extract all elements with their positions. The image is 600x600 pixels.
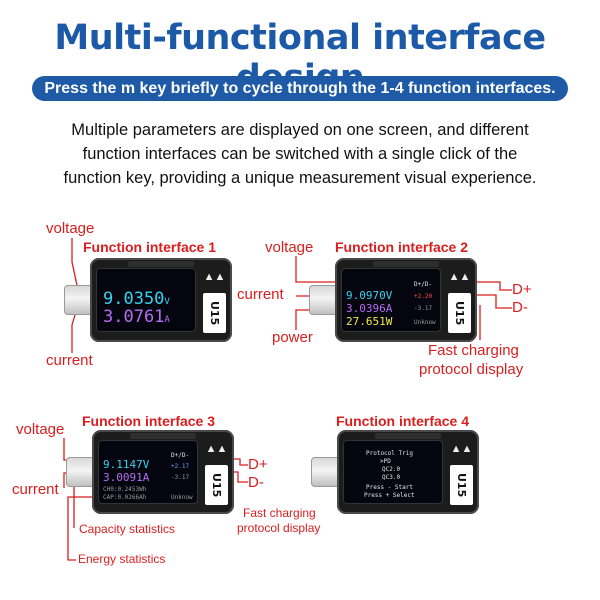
current-label: current <box>237 286 284 303</box>
current-label: current <box>46 352 93 369</box>
device-screen: Protocol Trig >PD QC2.0 QC3.0 Press - St… <box>344 441 442 503</box>
model-badge: U15 <box>448 293 471 333</box>
voltage-reading: 9.0350V <box>103 289 170 309</box>
protocol-reading: Unknow <box>414 319 436 326</box>
model-badge: U15 <box>450 465 473 505</box>
protocol-label-2: protocol display <box>419 361 524 378</box>
capacity-reading: CAP:0.0266Ah <box>103 494 147 501</box>
device-side: ▲▲ U15 <box>201 263 228 337</box>
voltage-label: voltage <box>265 239 314 256</box>
d-header: D+/D- <box>414 281 433 288</box>
protocol-reading: Unknow <box>171 494 193 501</box>
interface-3-title: Function interface 3 <box>82 413 216 429</box>
device-side: ▲▲ U15 <box>203 435 230 509</box>
voltage-reading: 9.0970V <box>346 289 393 302</box>
current-reading: 3.0396A <box>346 302 393 315</box>
dplus-label: D+ <box>512 281 532 298</box>
device-side: ▲▲ U15 <box>448 435 475 509</box>
device-body: 9.1147V 3.0091A CH0:0.2453Wh CAP:0.0266A… <box>92 430 234 514</box>
protocol-label: Fast charging <box>243 506 316 520</box>
usb-c-plug <box>311 457 341 487</box>
protocol-label: Fast charging <box>428 342 519 359</box>
brand-logo-icon: ▲▲ <box>205 443 228 455</box>
energy-label: Energy statistics <box>78 552 166 566</box>
energy-reading: CH0:0.2453Wh <box>103 486 147 493</box>
dplus-reading: +2.17 <box>171 463 190 470</box>
meter-device-3: 9.1147V 3.0091A CH0:0.2453Wh CAP:0.0266A… <box>66 430 234 514</box>
description-line: function key, providing a unique measure… <box>63 169 537 187</box>
dminus-reading: -3.17 <box>171 474 190 481</box>
menu-title: Protocol Trig <box>366 450 413 457</box>
meter-device-2: 9.0970V 3.0396A 27.651W D+/D- +2.20 -3.1… <box>309 258 477 342</box>
description-line: function interfaces can be switched with… <box>82 145 518 163</box>
model-badge: U15 <box>205 465 228 505</box>
meter-device-1: 9.0350V 3.0761A ▲▲ U15 <box>64 258 232 342</box>
menu-hint: Press - Start <box>366 484 413 491</box>
interface-1-title: Function interface 1 <box>83 239 217 255</box>
interface-2-title: Function interface 2 <box>335 239 469 255</box>
device-body: 9.0970V 3.0396A 27.651W D+/D- +2.20 -3.1… <box>335 258 477 342</box>
brand-logo-icon: ▲▲ <box>450 443 473 455</box>
interface-4-title: Function interface 4 <box>336 413 470 429</box>
menu-item: QC2.0 <box>382 466 401 473</box>
menu-item: QC3.0 <box>382 474 401 481</box>
model-badge: U15 <box>203 293 226 333</box>
current-reading: 3.0091A <box>103 471 150 484</box>
dplus-label: D+ <box>248 456 268 473</box>
description-line: Multiple parameters are displayed on one… <box>71 121 529 139</box>
usb-c-plug <box>64 285 94 315</box>
dminus-label: D- <box>248 474 264 491</box>
dplus-reading: +2.20 <box>414 293 433 300</box>
description: Multiple parameters are displayed on one… <box>30 118 570 190</box>
usb-c-plug <box>309 285 339 315</box>
voltage-label: voltage <box>46 220 95 237</box>
brand-logo-icon: ▲▲ <box>448 271 471 283</box>
brand-logo-icon: ▲▲ <box>203 271 226 283</box>
menu-item: >PD <box>380 458 391 465</box>
device-screen: 9.0970V 3.0396A 27.651W D+/D- +2.20 -3.1… <box>342 269 440 331</box>
menu-hint: Press + Select <box>364 492 415 499</box>
device-body: 9.0350V 3.0761A ▲▲ U15 <box>90 258 232 342</box>
dminus-reading: -3.17 <box>414 305 433 312</box>
voltage-label: voltage <box>16 421 65 438</box>
power-label: power <box>272 329 313 346</box>
capacity-label: Capacity statistics <box>79 522 176 536</box>
d-header: D+/D- <box>171 452 190 459</box>
protocol-label-2: protocol display <box>237 521 321 535</box>
usb-c-plug <box>66 457 96 487</box>
current-reading: 3.0761A <box>103 307 170 327</box>
instruction-banner: Press the m key briefly to cycle through… <box>32 76 568 101</box>
meter-device-4: Protocol Trig >PD QC2.0 QC3.0 Press - St… <box>311 430 479 514</box>
device-body: Protocol Trig >PD QC2.0 QC3.0 Press - St… <box>337 430 479 514</box>
device-screen: 9.0350V 3.0761A <box>97 269 195 331</box>
device-side: ▲▲ U15 <box>446 263 473 337</box>
current-label: current <box>12 481 59 498</box>
voltage-reading: 9.1147V <box>103 458 150 471</box>
dminus-label: D- <box>512 299 528 316</box>
device-screen: 9.1147V 3.0091A CH0:0.2453Wh CAP:0.0266A… <box>99 441 197 503</box>
power-reading: 27.651W <box>346 315 393 328</box>
